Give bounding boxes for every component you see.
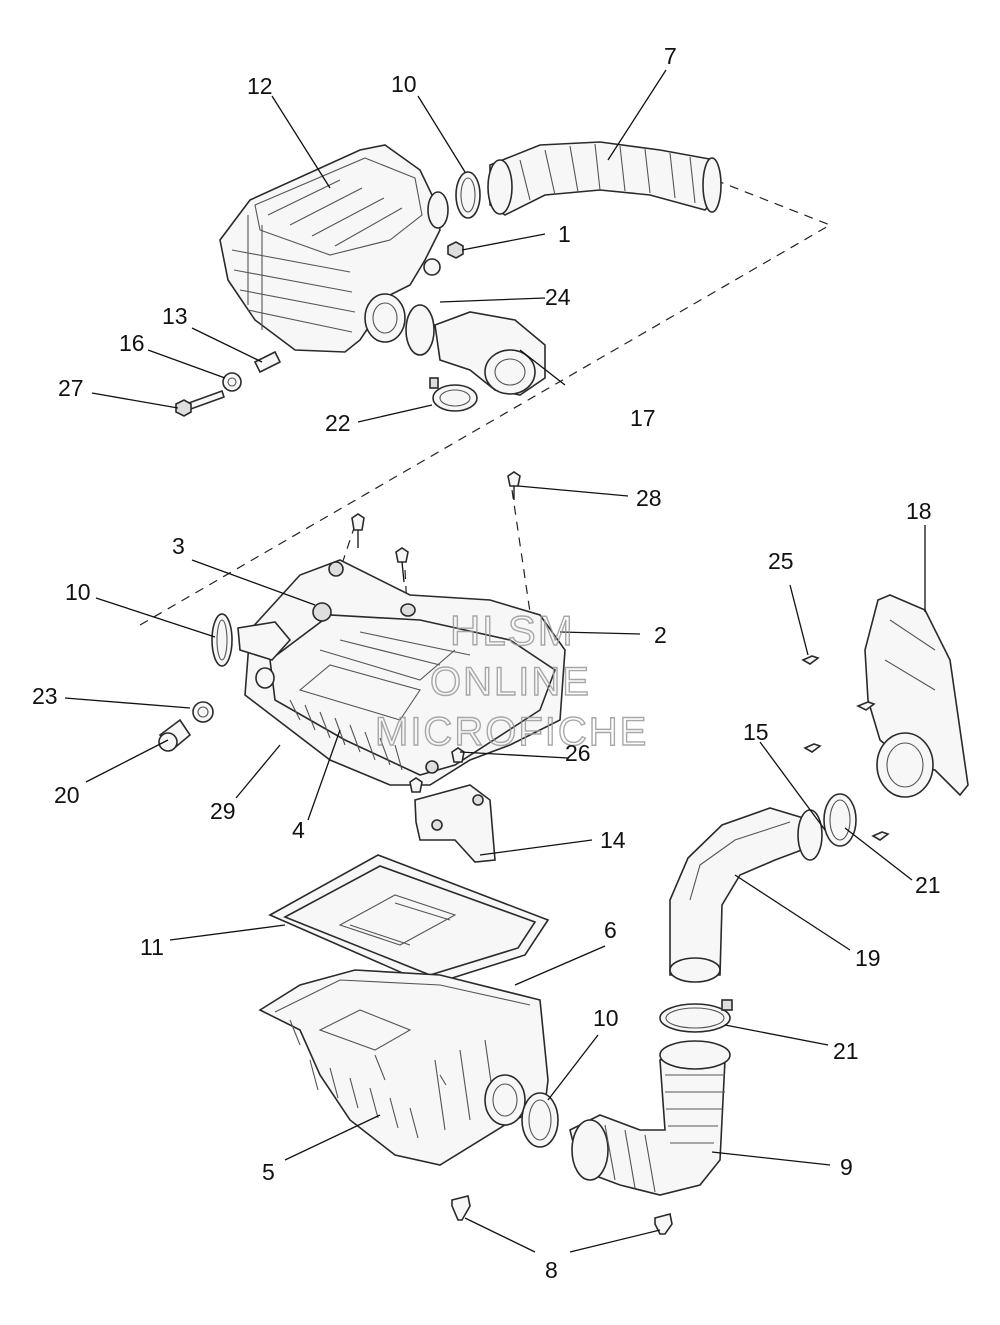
callout-11: 11 <box>140 934 164 960</box>
air-cleaner-cover <box>237 559 566 786</box>
callout-16: 16 <box>119 330 145 356</box>
inlet-shroud <box>864 594 969 798</box>
callout-1: 1 <box>558 221 571 247</box>
grommets <box>451 1195 673 1235</box>
resonator-housing <box>219 144 449 353</box>
lower-intake-duct <box>521 1040 731 1196</box>
callout-28: 28 <box>636 485 662 511</box>
callout-26: 26 <box>565 740 591 766</box>
mounting-hardware-upper <box>175 241 464 417</box>
callout-21-lower: 21 <box>833 1038 859 1064</box>
small-screws <box>801 655 890 841</box>
watermark-line3: MICROFICHE <box>375 710 648 754</box>
lower-left-fittings <box>158 613 233 752</box>
callout-24: 24 <box>545 284 571 310</box>
watermark-line1: HLSM <box>450 607 575 654</box>
callout-9: 9 <box>840 1154 853 1180</box>
resonator-elbow <box>405 304 546 412</box>
callout-14: 14 <box>600 827 626 853</box>
callout-2: 2 <box>654 622 667 648</box>
callout-29: 29 <box>210 798 236 824</box>
leader-lines <box>64 69 926 1253</box>
callout-7: 7 <box>664 43 677 69</box>
air-cleaner-lower-housing <box>258 969 549 1166</box>
air-filter-element <box>268 854 550 986</box>
callout-numbers: 1 2 3 4 5 6 7 8 9 10 10 10 11 12 13 14 1… <box>32 43 941 1283</box>
callout-21-upper: 21 <box>915 872 941 898</box>
mounting-bracket <box>414 784 496 863</box>
callout-4: 4 <box>292 817 305 843</box>
callout-12: 12 <box>247 73 273 99</box>
callout-22: 22 <box>325 410 351 436</box>
callout-15: 15 <box>743 719 769 745</box>
callout-8: 8 <box>545 1257 558 1283</box>
callout-3: 3 <box>172 533 185 559</box>
callout-10-lower: 10 <box>593 1005 619 1031</box>
callout-19: 19 <box>855 945 881 971</box>
callout-23: 23 <box>32 683 58 709</box>
callout-18: 18 <box>906 498 932 524</box>
callout-10-upper: 10 <box>391 71 417 97</box>
outlet-duct <box>669 793 857 983</box>
callout-25: 25 <box>768 548 794 574</box>
callout-5: 5 <box>262 1159 275 1185</box>
callout-20: 20 <box>54 782 80 808</box>
callout-10-left: 10 <box>65 579 91 605</box>
watermark: HLSM ONLINE MICROFICHE <box>374 606 648 754</box>
upper-intake-duct <box>455 141 722 219</box>
callout-27: 27 <box>58 375 84 401</box>
lower-hose-clamp <box>659 999 733 1033</box>
callout-6: 6 <box>604 917 617 943</box>
watermark-line2: ONLINE <box>430 660 591 704</box>
callout-17: 17 <box>630 405 656 431</box>
callout-13: 13 <box>162 303 188 329</box>
